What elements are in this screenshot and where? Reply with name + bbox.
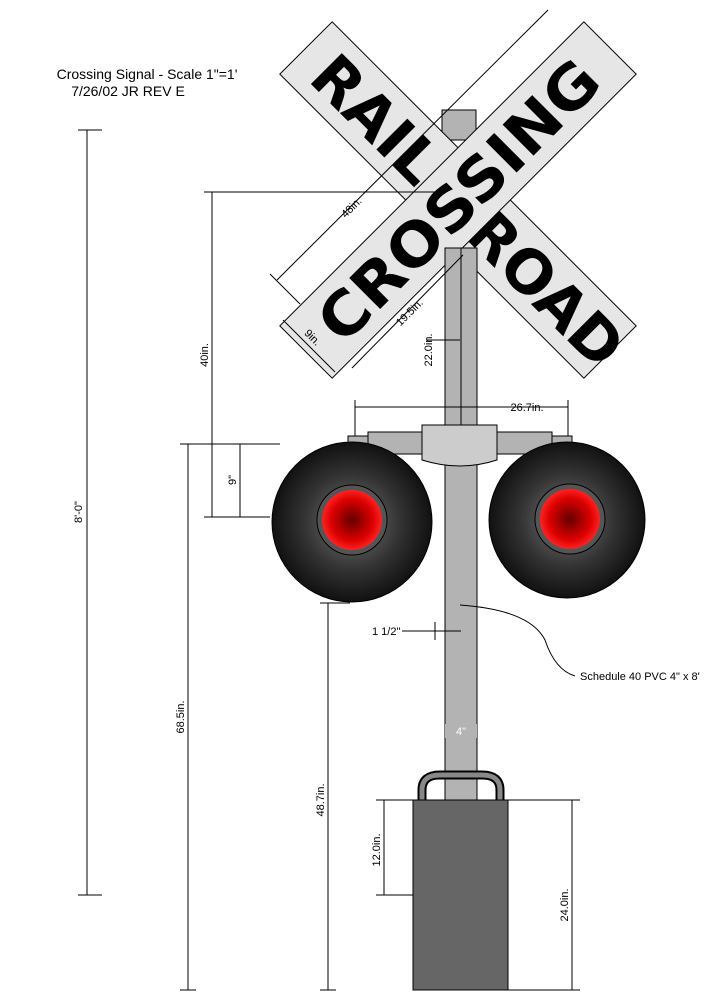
dim-arm-span: 26.7in. bbox=[510, 402, 543, 414]
dim-light-height: 68.5in. bbox=[175, 700, 187, 733]
dim-pole-diameter: 4" bbox=[456, 726, 466, 738]
signal-light-left bbox=[271, 441, 433, 603]
title-line-2: 7/26/02 JR REV E bbox=[71, 83, 185, 99]
dim-light-offset: 9" bbox=[227, 475, 239, 485]
dim-pole-offset: 1 1/2" bbox=[372, 626, 400, 638]
dim-sign-height: 40in. bbox=[199, 343, 211, 367]
dim-light-bottom: 48.7in. bbox=[315, 783, 327, 816]
pole-label-bg bbox=[445, 724, 477, 738]
dim-base-handle: 12.0in. bbox=[371, 833, 383, 866]
junction-box bbox=[421, 424, 498, 467]
dim-base-height: 24.0in. bbox=[559, 888, 571, 921]
pole-cap bbox=[441, 109, 477, 141]
title-line-1: Crossing Signal - Scale 1"=1' bbox=[57, 66, 238, 82]
dimension-lines bbox=[78, 9, 580, 991]
signal-light-right bbox=[488, 441, 646, 599]
base-handle-fill bbox=[419, 772, 503, 800]
dim-board-length: 48in. bbox=[339, 195, 364, 220]
dim-pole-top: 22.0in. bbox=[423, 333, 435, 366]
dim-overall-height: 8'-0" bbox=[73, 501, 85, 523]
base-block bbox=[412, 799, 509, 991]
pole-callout: Schedule 40 PVC 4" x 8' bbox=[580, 671, 700, 683]
